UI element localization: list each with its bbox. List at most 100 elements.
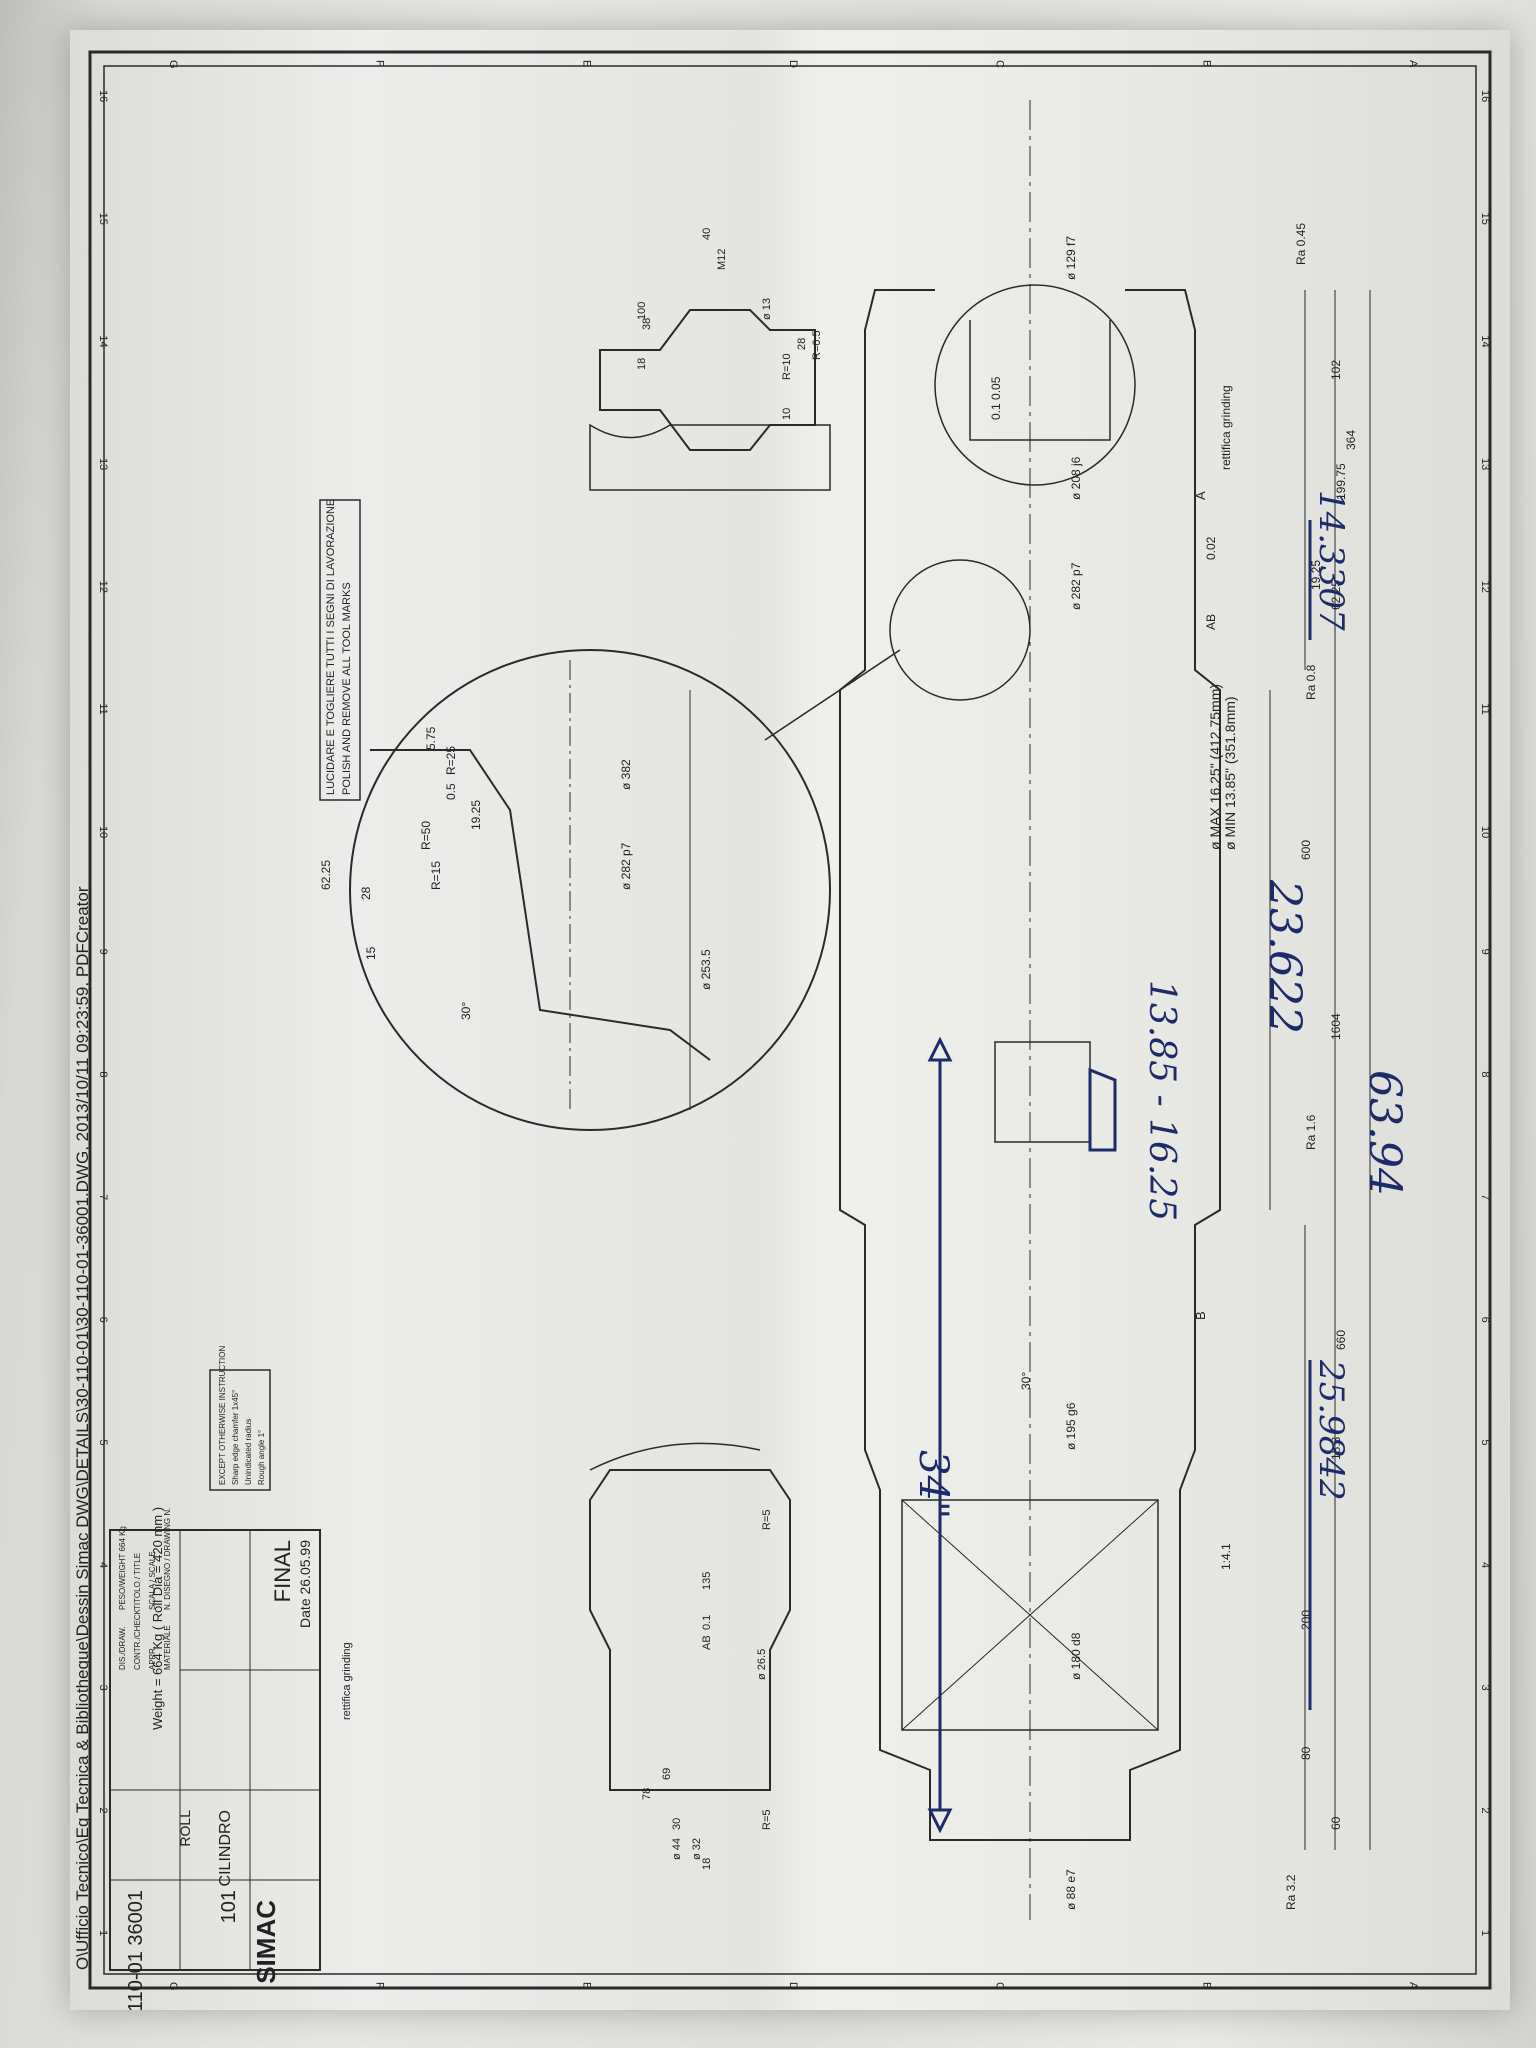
zone-col-3: 3: [1479, 1685, 1491, 1691]
zone-row-G-bottom: G: [167, 1982, 179, 1991]
main-dim-16: 1604: [1329, 1013, 1343, 1040]
detail-circle-fillet: [889, 559, 1031, 701]
zone-col-1-left: 1: [97, 1930, 109, 1936]
title-block-row-7: N. DISEGNO / DRAWING N.: [163, 1508, 172, 1610]
zone-row-A: A: [1407, 60, 1419, 68]
main-dim-6: ø 180 d8: [1069, 1632, 1083, 1680]
detail-dim-12: 30°: [459, 1002, 473, 1020]
zone-col-4-left: 4: [97, 1562, 109, 1568]
bottom-dim-1: 0.1: [701, 1615, 713, 1630]
tolerance-line-2: Unindicated radius: [244, 1419, 253, 1485]
detail-circle: [349, 649, 831, 1131]
zone-col-12-left: 12: [97, 581, 109, 593]
top-dim-5: 18: [636, 358, 648, 370]
title-block-row-1: CONTR./CHECK: [133, 1608, 142, 1670]
main-dim-0: ø 129 f7: [1064, 236, 1078, 280]
hand-total-length: 63.94: [1359, 1070, 1410, 1196]
main-dim-11: 364: [1344, 430, 1358, 450]
zone-row-C-bottom: C: [994, 1982, 1006, 1990]
main-dim-14: 19.25: [1309, 560, 1323, 590]
zone-col-11: 11: [1479, 703, 1491, 714]
main-dim-10: 102: [1329, 360, 1343, 380]
hand-span: 34": [910, 1450, 956, 1519]
leader-to-detail: [764, 649, 901, 741]
main-dim-17: 660: [1334, 1330, 1348, 1350]
machining-note-it: LUCIDARE E TOGLIERE TUTTI I SEGNI DI LAV…: [325, 499, 337, 795]
flat-end-box: [901, 1499, 1159, 1731]
detail-dim-4: 0.5: [444, 783, 458, 800]
main-dim-1: ø 208 j6: [1069, 456, 1083, 500]
shaft-stub: [589, 423, 831, 491]
tolerance-line-0: EXCEPT OTHERWISE INSTRUCTION: [218, 1346, 227, 1485]
status-final: FINAL: [270, 1540, 295, 1602]
main-dim-2: ø 282 p7: [1069, 562, 1083, 610]
top-dim-6: 100: [636, 302, 648, 320]
top-dim-8: 10: [781, 408, 793, 420]
title-block-row-6: SCALA / SCALE: [148, 1551, 157, 1610]
bottom-dim-5: ø 44: [671, 1838, 683, 1860]
zone-col-8: 8: [1479, 1071, 1491, 1077]
machining-note-en: POLISH AND REMOVE ALL TOOL MARKS: [341, 582, 353, 795]
zone-col-15: 15: [1479, 213, 1491, 225]
zone-col-3-left: 3: [97, 1685, 109, 1691]
zone-row-B-bottom: B: [1200, 1982, 1212, 1989]
detail-dim-11: 62.25: [319, 860, 333, 890]
hand-len-left: 14.3307: [1311, 490, 1351, 631]
zone-row-F: F: [374, 60, 386, 67]
drawing-scale: 101: [218, 1890, 240, 1923]
bottom-dim-2: AB: [701, 1635, 713, 1650]
technical-drawing: 1122334455667788991010111112121313141415…: [73, 50, 1492, 2010]
drawing-title: CILINDRO: [217, 1810, 234, 1886]
main-dim-12: 199.75: [1334, 463, 1348, 500]
title-block-row-0: DIS./DRAW.: [118, 1626, 127, 1670]
main-dim-23: Ra 0.8: [1304, 664, 1318, 700]
main-dim-24: Ra 1.6: [1304, 1114, 1318, 1150]
top-dim-2: ø 13: [761, 298, 773, 320]
bottom-dim-8: 30: [671, 1818, 683, 1830]
bottom-dim-6: 78: [641, 1788, 653, 1800]
tolerance-box: [209, 1369, 271, 1491]
machining-note-box: [319, 499, 361, 801]
main-dim-7: ø 88 e7: [1064, 1869, 1078, 1910]
zone-col-11-left: 11: [97, 703, 109, 714]
detail-dim-7: R=50: [419, 821, 433, 850]
drawing-title-en: ROLL: [177, 1810, 193, 1847]
zone-row-G: G: [167, 60, 179, 69]
inner-frame: [103, 65, 1477, 1975]
zone-col-6-left: 6: [97, 1317, 109, 1323]
datum-B: B: [1193, 1311, 1208, 1320]
detail-dim-2: ø 253.5: [699, 949, 713, 990]
outer-frame: [88, 50, 1492, 1990]
zone-col-15-left: 15: [97, 213, 109, 225]
title-block-row-3: MATERIALE: [163, 1625, 172, 1670]
title-block-row-5: TITOLO / TITLE: [133, 1553, 142, 1610]
detail-dim-0: ø 382: [619, 759, 633, 790]
dia-min-note: ø MIN 13.85" (351.8mm): [1222, 696, 1238, 850]
zone-col-13: 13: [1479, 458, 1491, 470]
top-dim-9: R=0.5: [811, 330, 823, 360]
main-dim-29: 30°: [1019, 1372, 1033, 1390]
hand-len-right: 25.9842: [1311, 1359, 1351, 1501]
zone-row-B: B: [1200, 60, 1212, 67]
bottom-dim-9: 18: [701, 1858, 713, 1870]
detail-dim-3: 5.75: [424, 726, 438, 750]
dia-max-note: ø MAX 16.25" (412.75mm): [1207, 684, 1223, 850]
company-logo: SIMAC: [251, 1900, 281, 1984]
zone-col-10: 10: [1479, 826, 1491, 838]
finish-symbol: rettifica grinding: [341, 1642, 353, 1720]
drawing-number: 30-110-01 36001: [125, 1890, 147, 2010]
detail-profile: [370, 749, 711, 1061]
zone-col-6: 6: [1479, 1317, 1491, 1323]
zone-row-D: D: [787, 60, 799, 68]
zone-col-14: 14: [1479, 335, 1491, 347]
end-break: [589, 1442, 761, 1471]
